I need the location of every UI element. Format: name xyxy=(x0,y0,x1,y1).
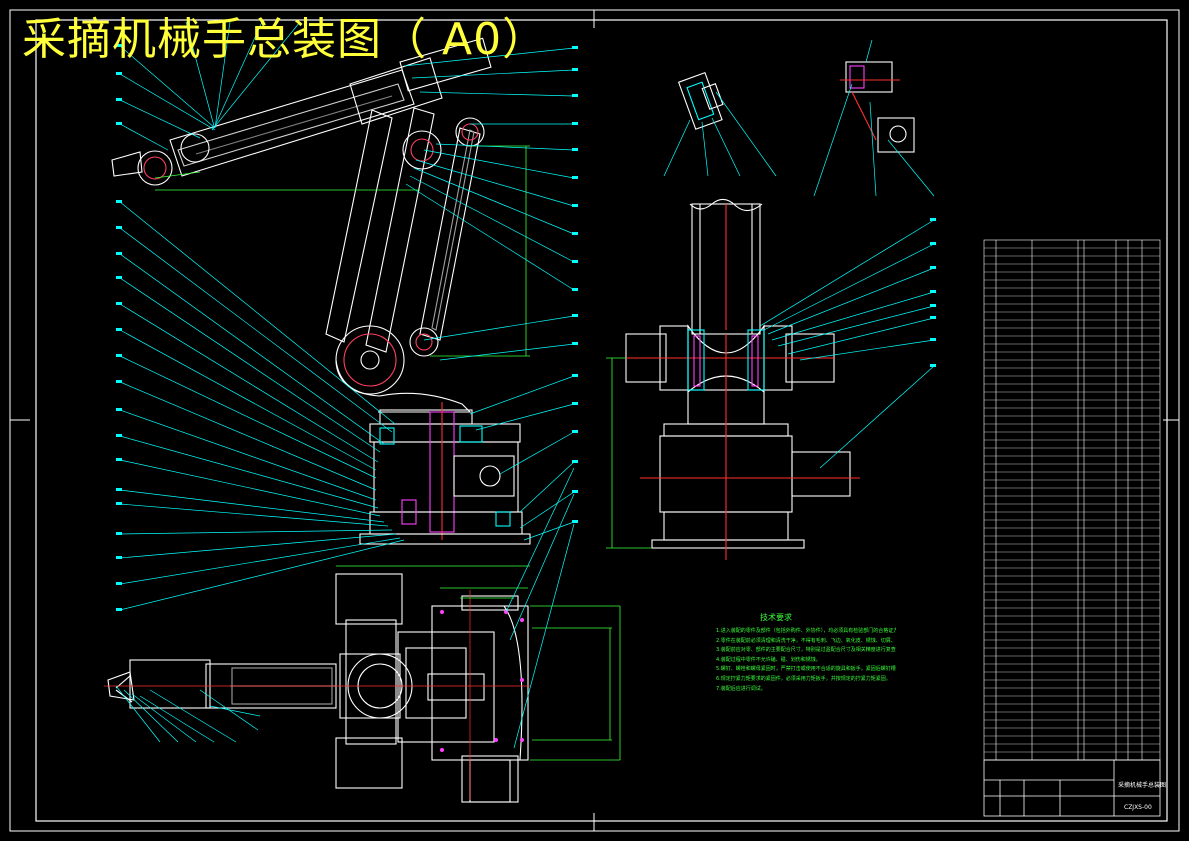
front-view-leaders-right xyxy=(403,47,575,541)
technical-requirement-2: 2.零件在装配前必须清理和清洗干净，不得有毛刺、飞边、氧化皮、锈蚀、切屑、油污、… xyxy=(716,637,896,644)
technical-requirement-4: 4.装配过程中零件不允许磕、碰、划伤和锈蚀。 xyxy=(716,656,821,663)
detail-view-a-leaders xyxy=(663,91,777,177)
technical-requirement-5: 5.螺钉、螺栓和螺母紧固时，严禁打击或使用不合适的旋具和扳手。紧固后螺钉槽、螺母… xyxy=(716,666,896,673)
parts-list xyxy=(983,239,1161,761)
detail-view-b-leaders xyxy=(813,39,935,197)
technical-requirement-1: 1.进入装配的零件及部件（包括外购件、外协件），均必须具有检验部门的合格证方能进… xyxy=(716,628,896,634)
plan-view-dimensions xyxy=(336,565,621,761)
centering-marks xyxy=(10,10,1179,831)
title-block-drawing-number: CZJXS-00 xyxy=(1124,804,1152,811)
side-view xyxy=(625,198,860,560)
technical-requirements-heading: 技术要求 xyxy=(760,613,792,622)
plan-view xyxy=(107,573,529,803)
plan-view-centerlines xyxy=(104,590,530,800)
plan-view-hidden xyxy=(440,610,524,752)
detail-view-a xyxy=(677,71,724,130)
front-view-leaders-left xyxy=(119,21,405,611)
technical-requirements-notes: 1.进入装配的零件及部件（包括外购件、外协件），均必须具有检验部门的合格证方能进… xyxy=(716,627,896,694)
front-view-balloons xyxy=(116,44,578,611)
drawing-title: 采摘机械手总装图（ A0） xyxy=(22,14,548,65)
technical-requirement-7: 7.装配后应进行调试。 xyxy=(716,685,766,692)
detail-view-b xyxy=(840,61,915,153)
parts-list-rows xyxy=(984,247,1160,753)
front-view xyxy=(111,37,531,545)
side-view-leaders xyxy=(759,219,935,469)
technical-requirement-6: 6.规定拧紧力矩要求的紧固件，必须采用力矩扳手，并按规定的拧紧力矩紧固。 xyxy=(716,675,891,682)
title-block xyxy=(983,759,1161,817)
title-block-drawing-name: 采摘机械手总装图 xyxy=(1118,782,1167,789)
plan-view-leaders xyxy=(115,467,575,749)
side-view-balloons xyxy=(930,218,936,367)
side-view-dimensions xyxy=(606,357,652,549)
technical-requirement-3: 3.装配前应对零、部件的主要配合尺寸，特别是过盈配合尺寸及相关精度进行复查。 xyxy=(716,647,896,654)
